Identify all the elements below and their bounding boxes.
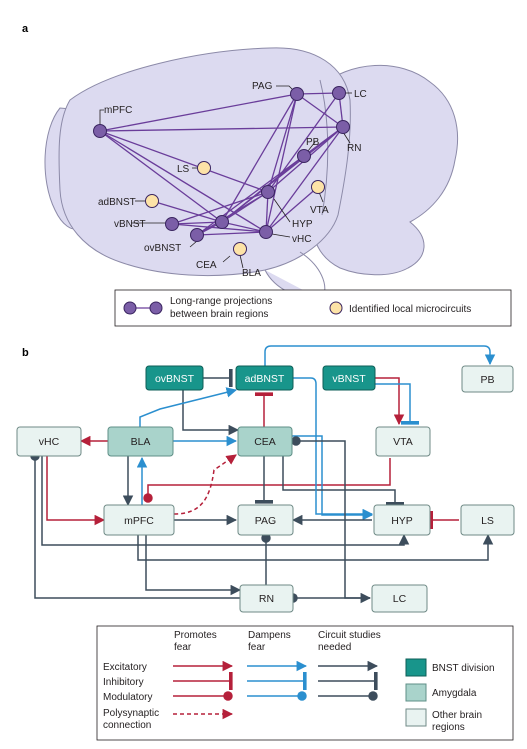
bla-label: BLA [242, 268, 261, 279]
node-pag-label: PAG [255, 515, 276, 527]
lc-label: LC [354, 89, 367, 100]
vta-label: VTA [310, 205, 329, 216]
legend-key-amygdala: Amygdala [432, 688, 477, 699]
bla-node [233, 242, 247, 256]
pag-label: PAG [252, 81, 273, 92]
node-pag: PAG [237, 504, 294, 536]
node-bla-label: BLA [131, 436, 151, 448]
legend-col-circuit-2: needed [318, 642, 351, 653]
panel-b-label: b [22, 347, 29, 359]
legend-row-polysynaptic-2: connection [103, 720, 151, 731]
rn-label: RN [347, 143, 361, 154]
panel-a-label: a [22, 23, 29, 35]
node-vhc: vHC [16, 426, 82, 457]
node-vbnst: vBNST [322, 365, 376, 391]
region-nodes [93, 86, 350, 256]
node-rn-label: RN [259, 593, 274, 605]
node-mpfc: mPFC [103, 504, 175, 536]
ls-label: LS [177, 164, 190, 175]
region-callout-lines [99, 85, 352, 269]
panel-a-legend: Long-range projections between brain reg… [114, 289, 512, 327]
node-vta: VTA [375, 426, 431, 457]
lc-node [332, 86, 346, 100]
legend-col-dampens-1: Dampens [248, 630, 291, 641]
node-cea: CEA [237, 426, 293, 457]
vhc-label: vHC [292, 234, 311, 245]
pb-node [297, 149, 311, 163]
node-bla: BLA [107, 426, 174, 457]
legend-key-other-2: regions [432, 722, 465, 733]
hyp-node [261, 185, 275, 199]
node-lc: LC [371, 584, 428, 613]
node-vbnst-label: vBNST [332, 373, 366, 385]
legend-row-inhibitory: Inhibitory [103, 677, 144, 688]
legend-col-promotes-2: fear [174, 642, 192, 653]
pb-label: PB [306, 137, 320, 148]
legend-projection-line1: Long-range projections [170, 296, 272, 307]
legend-col-circuit-1: Circuit studies [318, 630, 381, 641]
circuit-edges [30, 345, 496, 604]
node-ovbnst-label: ovBNST [155, 373, 195, 385]
node-lc-label: LC [393, 593, 407, 605]
node-hyp: HYP [373, 504, 431, 536]
legend-col-dampens-2: fear [248, 642, 266, 653]
node-cea-label: CEA [254, 436, 276, 448]
legend-row-polysynaptic-1: Polysynaptic [103, 708, 159, 719]
adbnst-label: adBNST [98, 197, 136, 208]
legend-projection-icon [123, 301, 137, 315]
node-vta-label: VTA [393, 436, 413, 448]
cea-node [215, 215, 229, 229]
node-rn: RN [239, 584, 294, 613]
vhc-node [259, 225, 273, 239]
node-adbnst: adBNST [235, 365, 294, 391]
region-labels: mPFC PAG LC RN PB LS adBNST VTA vBNST HY… [98, 81, 367, 279]
legend-amygdala-swatch [405, 683, 427, 702]
node-adbnst-label: adBNST [245, 373, 285, 385]
legend-microcircuit-label: Identified local microcircuits [349, 304, 471, 315]
vbnst-label: vBNST [114, 219, 146, 230]
ls-node [197, 161, 211, 175]
node-ls: LS [460, 504, 515, 536]
legend-projection-line2: between brain regions [170, 309, 268, 320]
ovbnst-label: ovBNST [144, 243, 181, 254]
adbnst-node [145, 194, 159, 208]
legend-col-promotes-1: Promotes [174, 630, 217, 641]
pag-node [290, 87, 304, 101]
legend-bnst-swatch [405, 658, 427, 677]
legend-row-excitatory: Excitatory [103, 662, 147, 673]
cea-label: CEA [196, 260, 217, 271]
mpfc-node [93, 124, 107, 138]
node-hyp-label: HYP [391, 515, 413, 527]
mpfc-label: mPFC [104, 105, 132, 116]
legend-row-modulatory: Modulatory [103, 692, 152, 703]
node-ovbnst: ovBNST [145, 365, 204, 391]
vbnst-node [165, 217, 179, 231]
node-mpfc-label: mPFC [124, 515, 154, 527]
vta-node [311, 180, 325, 194]
legend-key-bnst: BNST division [432, 663, 495, 674]
hyp-label: HYP [292, 219, 313, 230]
panel-b-legend: Promotes fear Dampens fear Circuit studi… [96, 625, 514, 741]
ovbnst-node [190, 228, 204, 242]
node-pb: PB [461, 365, 514, 393]
legend-key-other-1: Other brain [432, 710, 482, 721]
rn-node [336, 120, 350, 134]
node-ls-label: LS [481, 515, 494, 527]
legend-microcircuit-icon [329, 301, 343, 315]
node-vhc-label: vHC [39, 436, 60, 448]
circuit-nodes: ovBNST adBNST vBNST PB vHC BLA CEA VTA [16, 365, 515, 613]
legend-other-swatch [405, 708, 427, 727]
node-pb-label: PB [480, 374, 494, 386]
